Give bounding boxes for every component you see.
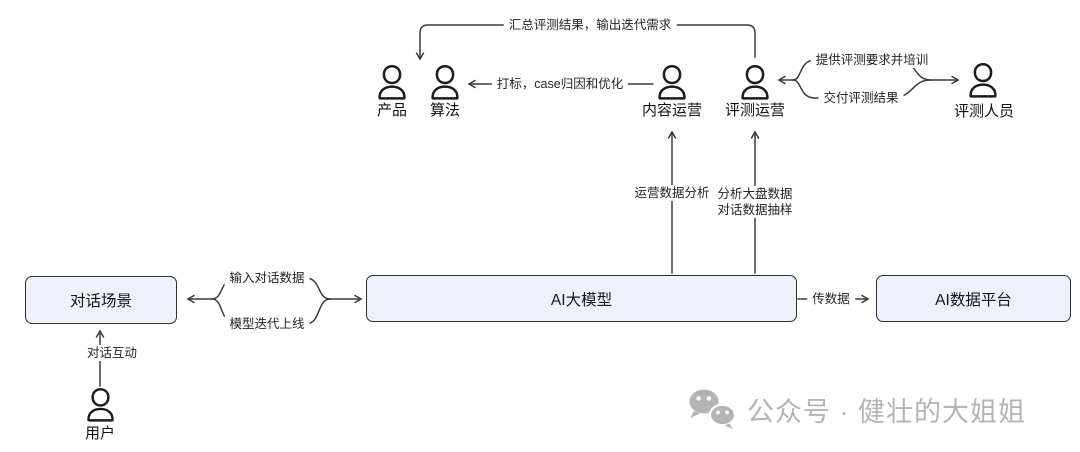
edge-label-deliver-results: 交付评测结果 bbox=[818, 90, 904, 106]
actor-label-eval-ops: 评测运营 bbox=[724, 102, 786, 119]
person-icon-eval-ops bbox=[741, 65, 769, 100]
actor-label-eval-staff: 评测人员 bbox=[953, 103, 1015, 120]
actor-label-content-ops: 内容运营 bbox=[641, 102, 703, 119]
person-icon-end-user bbox=[87, 388, 114, 422]
actor-label-end-user: 用户 bbox=[84, 425, 116, 442]
edge-label-transfer-data: 传数据 bbox=[807, 291, 855, 307]
edge-label-analyze-line1: 分析大盘数据 bbox=[717, 187, 793, 201]
actor-label-product: 产品 bbox=[376, 102, 408, 119]
node-ai-data-platform: AI数据平台 bbox=[876, 275, 1071, 322]
watermark: 公众号 · 健壮的大姐姐 bbox=[684, 386, 1026, 432]
edge-label-ops-data-analysis: 运营数据分析 bbox=[629, 185, 715, 201]
node-dialog-scene: 对话场景 bbox=[25, 276, 177, 324]
edge-label-analyze-sample: 分析大盘数据 对话数据抽样 bbox=[712, 186, 798, 218]
edge-label-dialog-interaction: 对话互动 bbox=[81, 345, 143, 361]
edge-label-labeling-case: 打标，case归因和优化 bbox=[491, 76, 629, 92]
actor-label-algorithm: 算法 bbox=[429, 102, 461, 119]
edge-label-summary-iteration: 汇总评测结果，输出迭代需求 bbox=[503, 17, 677, 33]
wechat-icon bbox=[689, 389, 737, 429]
node-ai-model: AI大模型 bbox=[366, 275, 797, 322]
edge-label-analyze-line2: 对话数据抽样 bbox=[717, 203, 793, 217]
edge-label-provide-training: 提供评测要求并培训 bbox=[810, 52, 934, 68]
person-icon-content-ops bbox=[658, 65, 686, 100]
watermark-text: 公众号 · 健壮的大姐姐 bbox=[747, 396, 1026, 427]
person-icon-algorithm bbox=[431, 65, 459, 100]
person-icon-eval-staff bbox=[969, 63, 997, 98]
edge-label-model-iteration: 模型迭代上线 bbox=[224, 316, 310, 332]
person-icon-product bbox=[378, 65, 406, 100]
edge-label-input-dialog-data: 输入对话数据 bbox=[224, 270, 310, 286]
